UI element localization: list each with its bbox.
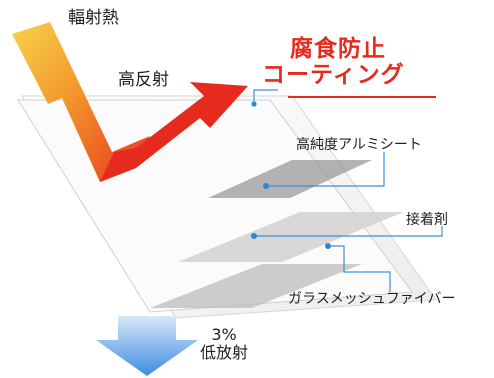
adhesive-layer — [178, 212, 404, 262]
aluminum-layer — [208, 160, 372, 198]
incoming-heat-arrow-icon — [12, 22, 150, 182]
coating-label-line2: コーティング — [262, 62, 405, 89]
coating-label-line1: 腐食防止 — [290, 36, 386, 62]
down-arrow-icon — [96, 316, 198, 376]
low-radiation-percent: 3% — [211, 325, 237, 344]
radiant-heat-label: 輻射熱 — [68, 8, 119, 28]
low-radiation-text: 低放射 — [200, 343, 249, 363]
glass-mesh-layer — [150, 264, 362, 308]
leader-coating — [251, 89, 278, 107]
aluminum-sheet-label: 高純度アルミシート — [296, 137, 422, 153]
leader-adhesive — [251, 226, 443, 239]
coating-underline — [288, 96, 436, 98]
leader-glass-mesh — [325, 243, 391, 292]
high-reflection-label: 高反射 — [118, 70, 169, 90]
low-radiation-label: 3% 低放射 — [200, 325, 249, 363]
coating-label: 腐食防止 コーティング — [262, 36, 405, 89]
leader-aluminum — [263, 152, 385, 189]
adhesive-label: 接着剤 — [406, 212, 448, 228]
glass-mesh-label: ガラスメッシュファイバー — [288, 291, 456, 307]
reflected-arrow-icon — [100, 82, 248, 182]
